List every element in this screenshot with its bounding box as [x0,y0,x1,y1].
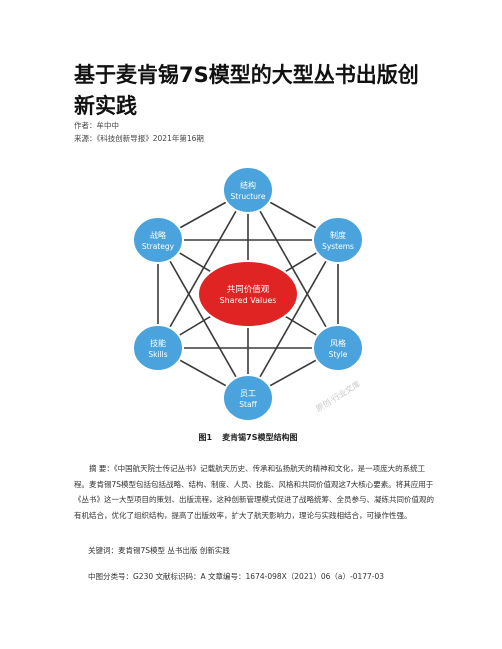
node-label-en-shared-values: Shared Values [220,296,277,305]
node-label-en-style: Style [329,350,348,359]
node-systems: 制度 Systems [312,216,364,264]
diagram-svg: 结构 Structure 制度 Systems 风格 Style 员工 Staff 技能 Skil… [132,166,364,422]
figure-number: 图1 [198,433,213,442]
node-label-cn-style: 风格 [330,338,346,348]
node-circle-style [312,324,364,372]
connector-staff-strategy [157,239,249,399]
node-label-en-skills: Skills [148,350,167,359]
node-circle-skills [132,324,184,372]
node-label-cn-structure: 结构 [240,180,256,190]
node-staff: 员工 Staff [222,374,274,422]
node-circle-structure [222,166,274,214]
connector-systems-staff [247,239,339,399]
author-line: 作者：牟中中 [74,121,119,130]
mckinsey-7s-diagram: 结构 Structure 制度 Systems 风格 Style 员工 Staff 技能 Skil… [128,160,368,425]
node-label-cn-skills: 技能 [150,338,166,348]
node-strategy: 战略 Strategy [132,216,184,264]
node-label-cn-staff: 员工 [240,389,256,398]
diagram-nodes: 结构 Structure 制度 Systems 风格 Style 员工 Staff 技能 Skil… [132,166,364,422]
figure-caption: 图1 麦肯锡7S模型结构图 [128,432,368,443]
node-label-en-structure: Structure [231,192,266,201]
node-skills: 技能 Skills [132,324,184,372]
node-circle-staff [222,374,274,422]
abstract-paragraph: 摘 要：《中国航天院士传记丛书》记载航天历史、传承和弘扬航天的精神和文化，是一项… [74,464,434,520]
node-circle-systems [312,216,364,264]
node-label-cn-systems: 制度 [330,230,346,240]
node-label-cn-strategy: 战略 [150,230,166,240]
node-structure: 结构 Structure [222,166,274,214]
connector-structure-skills [157,189,249,349]
connector-structure-style [247,189,339,349]
node-label-en-staff: Staff [239,400,257,409]
node-circle-strategy [132,216,184,264]
node-circle-shared-values [197,260,299,328]
figure-title: 麦肯锡7S模型结构图 [222,433,298,442]
classification-line: 中图分类号：G230 文献标识码：A 文章编号：1674-098X（2021）0… [88,572,385,581]
source-line: 来源：《科技创新导报》2021年第16期 [74,134,204,143]
watermark-text: 原创·行业文库 [314,378,362,413]
node-label-cn-shared-values: 共同价值观 [227,284,270,295]
keywords-line: 关键词：麦肯锡7S模型 丛书出版 创新实践 [88,546,230,555]
node-label-en-systems: Systems [322,242,354,251]
article-title: 基于麦肯锡7S模型的大型丛书出版创新实践 [74,63,419,118]
node-style: 风格 Style [312,324,364,372]
node-label-en-strategy: Strategy [142,242,175,251]
